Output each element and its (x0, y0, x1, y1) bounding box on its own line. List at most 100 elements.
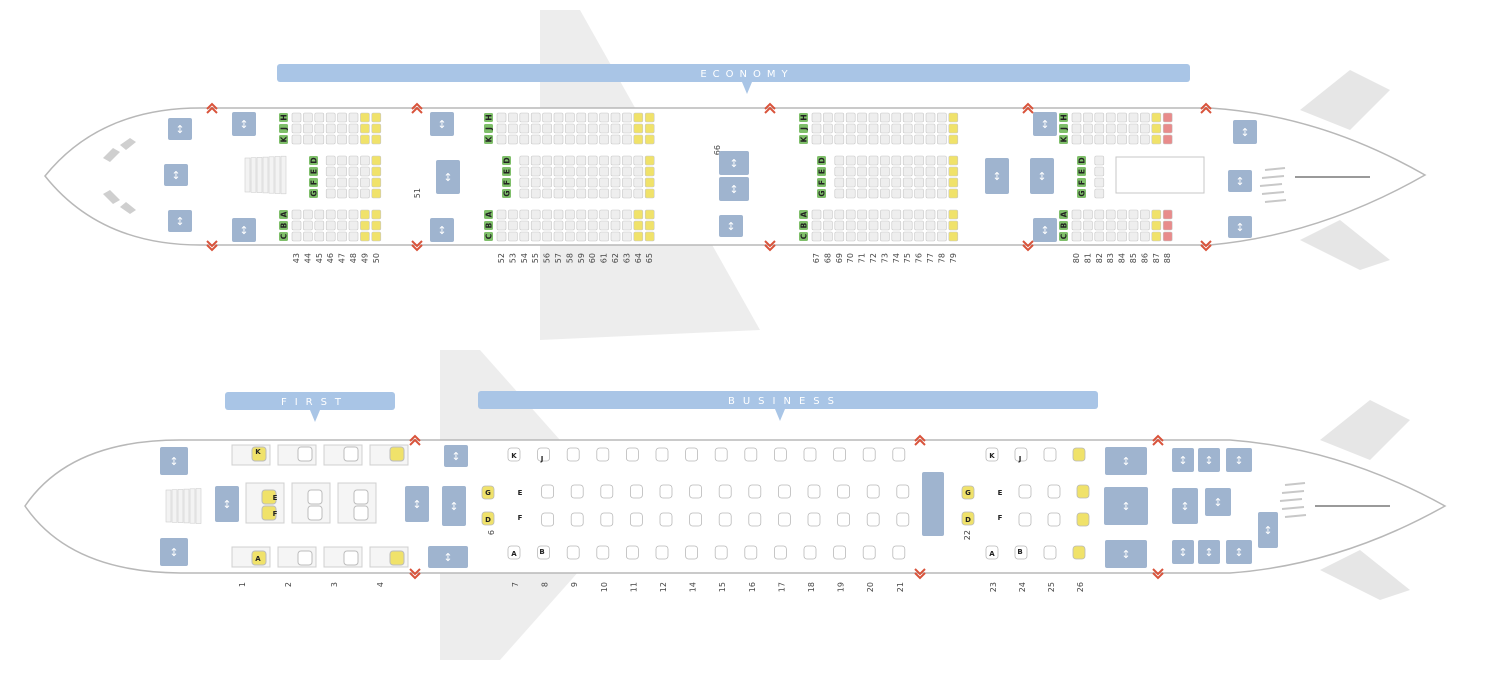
economy-seat[interactable] (622, 220, 632, 231)
economy-seat[interactable] (948, 177, 959, 188)
business-seat[interactable] (659, 512, 673, 527)
first-seat[interactable] (353, 489, 369, 505)
economy-seat[interactable] (891, 112, 902, 123)
economy-seat[interactable] (542, 134, 552, 145)
economy-seat[interactable] (1094, 123, 1105, 134)
business-seat[interactable] (774, 447, 787, 462)
economy-seat[interactable] (644, 155, 655, 166)
economy-seat[interactable] (542, 155, 552, 166)
business-seat[interactable] (892, 545, 906, 560)
economy-seat[interactable] (902, 123, 913, 134)
economy-seat[interactable] (348, 188, 359, 199)
business-seat[interactable] (985, 545, 999, 560)
economy-seat[interactable] (371, 166, 382, 177)
economy-seat[interactable] (314, 209, 325, 220)
economy-seat[interactable] (360, 123, 370, 134)
economy-seat[interactable] (834, 177, 845, 188)
economy-seat[interactable] (599, 155, 609, 166)
economy-seat[interactable] (1094, 209, 1105, 220)
economy-seat[interactable] (1162, 209, 1173, 220)
economy-seat[interactable] (880, 155, 890, 166)
economy-seat[interactable] (880, 209, 890, 220)
economy-seat[interactable] (902, 188, 913, 199)
economy-seat[interactable] (868, 166, 879, 177)
economy-seat[interactable] (1151, 123, 1162, 134)
economy-seat[interactable] (902, 134, 913, 145)
business-seat[interactable] (685, 447, 698, 462)
economy-seat[interactable] (937, 209, 947, 220)
economy-seat[interactable] (868, 134, 879, 145)
economy-seat[interactable] (902, 155, 913, 166)
economy-seat[interactable] (834, 112, 845, 123)
economy-seat[interactable] (880, 134, 890, 145)
economy-seat[interactable] (303, 220, 313, 231)
economy-seat[interactable] (891, 155, 902, 166)
economy-seat[interactable] (811, 209, 822, 220)
economy-seat[interactable] (576, 177, 587, 188)
economy-seat[interactable] (325, 220, 336, 231)
economy-seat[interactable] (599, 123, 609, 134)
economy-seat[interactable] (1162, 112, 1173, 123)
economy-seat[interactable] (857, 188, 867, 199)
economy-seat[interactable] (371, 188, 382, 199)
economy-seat[interactable] (914, 112, 924, 123)
business-seat[interactable] (862, 447, 876, 462)
economy-seat[interactable] (348, 220, 359, 231)
economy-seat[interactable] (519, 112, 530, 123)
economy-seat[interactable] (845, 155, 856, 166)
economy-seat[interactable] (360, 177, 370, 188)
economy-seat[interactable] (1094, 188, 1105, 199)
economy-seat[interactable] (530, 166, 541, 177)
economy-seat[interactable] (925, 231, 936, 242)
economy-seat[interactable] (599, 188, 609, 199)
economy-seat[interactable] (925, 166, 936, 177)
economy-seat[interactable] (587, 209, 598, 220)
business-seat[interactable] (626, 545, 639, 560)
economy-seat[interactable] (576, 231, 587, 242)
business-seat[interactable] (685, 545, 698, 560)
economy-seat[interactable] (1151, 134, 1162, 145)
business-seat[interactable] (833, 447, 846, 462)
economy-seat[interactable] (337, 134, 347, 145)
economy-seat[interactable] (1151, 112, 1162, 123)
economy-seat[interactable] (1117, 209, 1127, 220)
economy-seat[interactable] (891, 209, 902, 220)
economy-seat[interactable] (337, 166, 347, 177)
economy-seat[interactable] (565, 188, 575, 199)
economy-seat[interactable] (576, 188, 587, 199)
business-seat[interactable] (748, 512, 762, 527)
business-seat[interactable] (541, 512, 554, 527)
business-seat[interactable] (714, 545, 728, 560)
economy-seat[interactable] (633, 231, 644, 242)
economy-seat[interactable] (834, 188, 845, 199)
economy-seat[interactable] (496, 209, 507, 220)
business-seat[interactable] (630, 512, 643, 527)
economy-seat[interactable] (1117, 112, 1127, 123)
economy-seat[interactable] (880, 220, 890, 231)
economy-seat[interactable] (371, 177, 382, 188)
economy-seat[interactable] (508, 123, 518, 134)
economy-seat[interactable] (291, 209, 302, 220)
economy-seat[interactable] (1094, 166, 1105, 177)
economy-seat[interactable] (337, 188, 347, 199)
economy-seat[interactable] (823, 220, 833, 231)
economy-seat[interactable] (371, 209, 382, 220)
economy-seat[interactable] (1151, 220, 1162, 231)
economy-seat[interactable] (553, 123, 564, 134)
economy-seat[interactable] (371, 134, 382, 145)
economy-seat[interactable] (1162, 134, 1173, 145)
economy-seat[interactable] (644, 177, 655, 188)
business-seat[interactable] (689, 512, 702, 527)
economy-seat[interactable] (530, 220, 541, 231)
economy-seat[interactable] (337, 177, 347, 188)
economy-seat[interactable] (823, 112, 833, 123)
economy-seat[interactable] (508, 112, 518, 123)
economy-seat[interactable] (937, 177, 947, 188)
economy-seat[interactable] (868, 123, 879, 134)
economy-seat[interactable] (1151, 231, 1162, 242)
business-seat[interactable] (1018, 512, 1032, 527)
economy-seat[interactable] (891, 220, 902, 231)
economy-seat[interactable] (1105, 123, 1116, 134)
economy-seat[interactable] (553, 166, 564, 177)
economy-seat[interactable] (1140, 134, 1150, 145)
